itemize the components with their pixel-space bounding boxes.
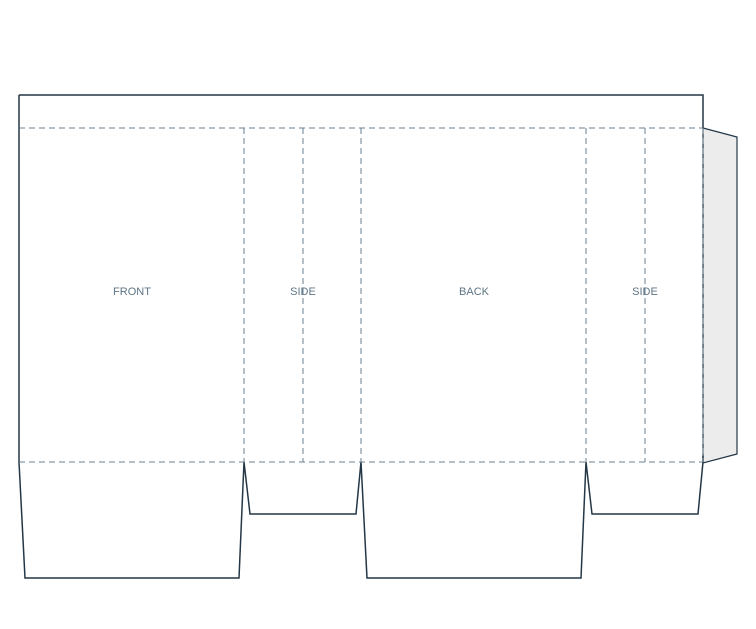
panel-label-back: BACK (459, 286, 490, 298)
panel-label-side-1: SIDE (290, 286, 316, 298)
outer-cut-line (18, 94, 704, 579)
panel-label-front: FRONT (113, 286, 151, 298)
glue-flap (702, 127, 738, 464)
panel-label-side-2: SIDE (632, 286, 658, 298)
